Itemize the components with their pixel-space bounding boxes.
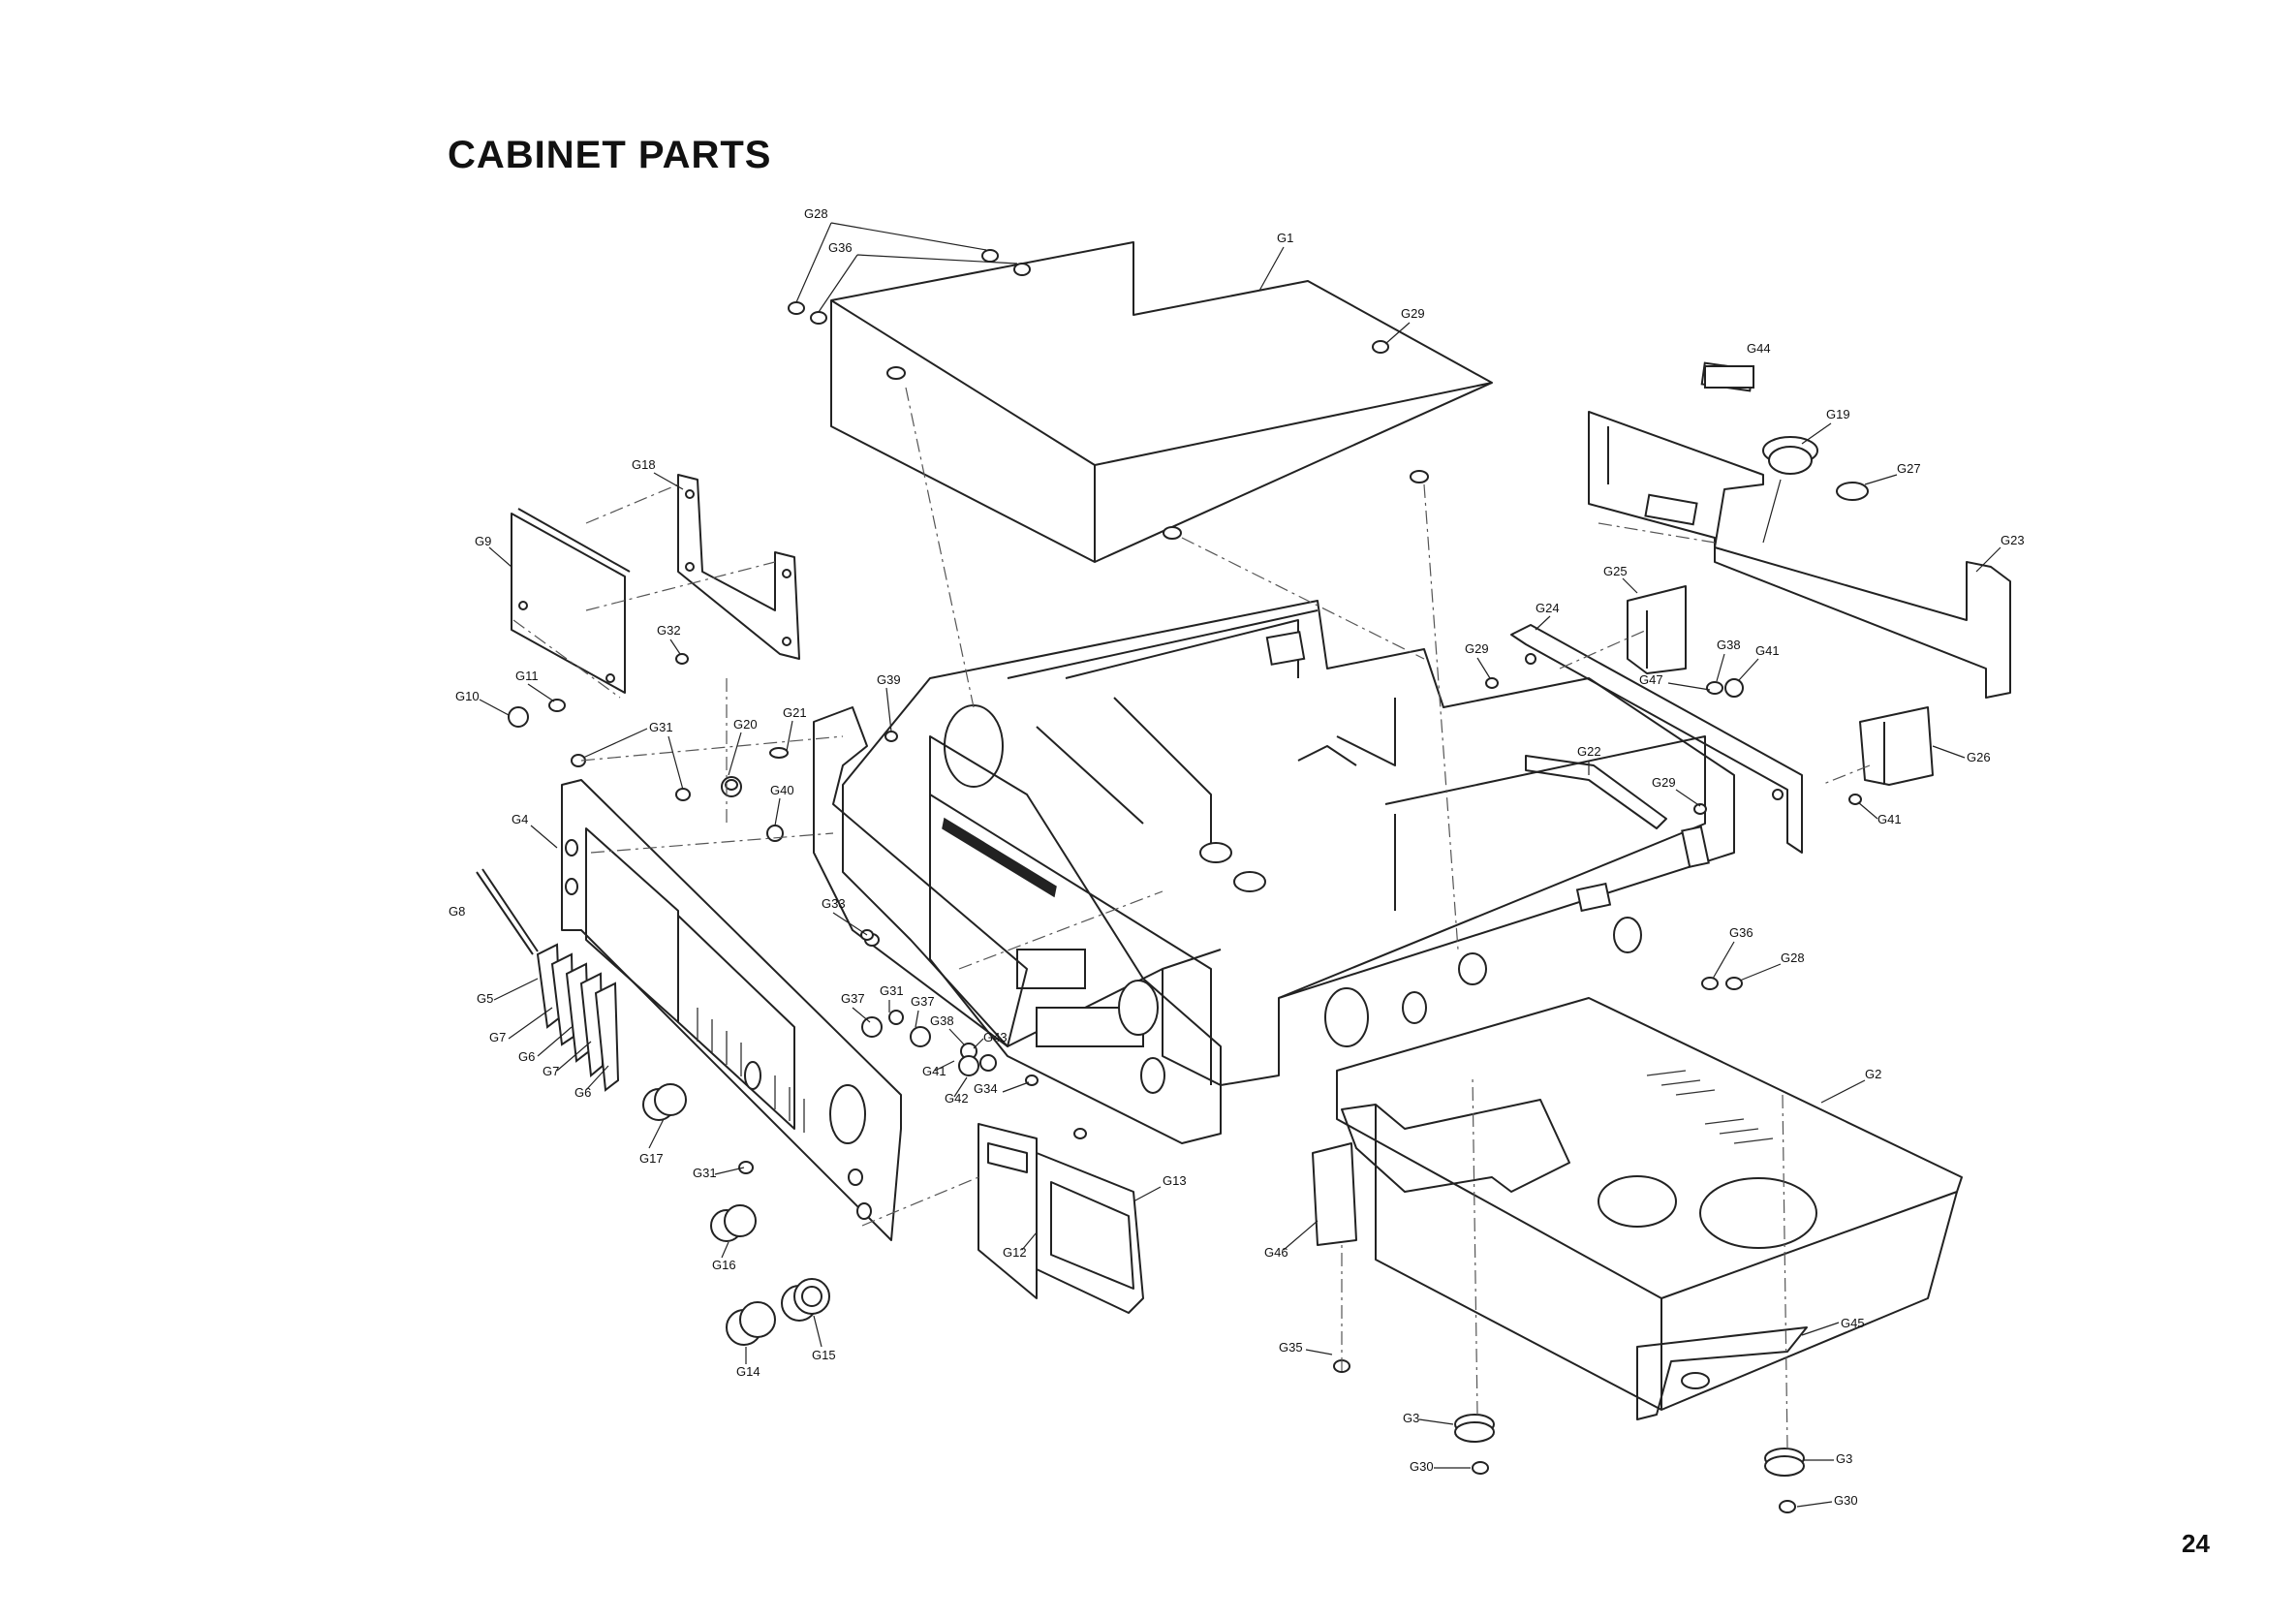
label-G8: G8 xyxy=(449,904,465,919)
assembly-lines xyxy=(513,388,1870,1449)
label-G7b: G7 xyxy=(543,1064,559,1078)
label-G37a: G37 xyxy=(841,991,865,1006)
label-G30a: G30 xyxy=(1410,1459,1434,1474)
rod-g8 xyxy=(477,869,538,954)
label-G31a: G31 xyxy=(649,720,673,734)
label-G43: G43 xyxy=(983,1030,1008,1044)
label-g44 xyxy=(1705,366,1753,388)
label-G18: G18 xyxy=(632,457,656,472)
bottom-cover xyxy=(1337,998,1962,1410)
label-G46: G46 xyxy=(1264,1245,1288,1260)
foot-g3-left xyxy=(1455,1415,1494,1442)
label-G41a: G41 xyxy=(1755,643,1780,658)
label-G29a: G29 xyxy=(1401,306,1425,321)
label-G19: G19 xyxy=(1826,407,1850,421)
label-G31b: G31 xyxy=(880,983,904,998)
rear-panel-right xyxy=(1589,363,2010,698)
screws xyxy=(509,250,1861,1512)
rear-knob[interactable] xyxy=(1763,437,1817,543)
label-G21: G21 xyxy=(783,705,807,720)
label-G26: G26 xyxy=(1967,750,1991,764)
top-cover xyxy=(831,242,1492,562)
label-G17: G17 xyxy=(639,1151,664,1166)
foot-g3-right xyxy=(1765,1449,1804,1476)
bracket-g25 xyxy=(1628,586,1686,673)
label-G3b: G3 xyxy=(1836,1451,1852,1466)
label-G32: G32 xyxy=(657,623,681,638)
bracket-g12 xyxy=(978,1124,1037,1298)
bracket-g13 xyxy=(1037,1153,1143,1313)
label-G29c: G29 xyxy=(1652,775,1676,790)
label-G30b: G30 xyxy=(1834,1493,1858,1508)
label-G4: G4 xyxy=(512,812,528,826)
label-G9: G9 xyxy=(475,534,491,548)
label-G2: G2 xyxy=(1865,1067,1881,1081)
label-G6a: G6 xyxy=(518,1049,535,1064)
knob-g16[interactable] xyxy=(711,1205,756,1241)
bracket-g45 xyxy=(1637,1327,1807,1419)
label-G37b: G37 xyxy=(911,994,935,1009)
label-G28a: G28 xyxy=(804,206,828,221)
label-G34: G34 xyxy=(974,1081,998,1096)
label-G41c: G41 xyxy=(1877,812,1902,826)
label-G33: G33 xyxy=(822,896,846,911)
label-G31c: G31 xyxy=(693,1166,717,1180)
label-G3a: G3 xyxy=(1403,1411,1419,1425)
label-G39: G39 xyxy=(877,672,901,687)
label-G44: G44 xyxy=(1747,341,1771,356)
knob-g14[interactable] xyxy=(727,1302,775,1345)
label-G27: G27 xyxy=(1897,461,1921,476)
bracket-g26 xyxy=(1860,707,1933,785)
knob-g15[interactable] xyxy=(782,1279,829,1321)
label-G15: G15 xyxy=(812,1348,836,1362)
label-G36b: G36 xyxy=(1729,925,1753,940)
label-G5: G5 xyxy=(477,991,493,1006)
label-G23: G23 xyxy=(2001,533,2025,547)
label-G22: G22 xyxy=(1577,744,1601,759)
label-G13: G13 xyxy=(1163,1173,1187,1188)
label-G10: G10 xyxy=(455,689,480,703)
plate-g9[interactable] xyxy=(512,509,630,693)
label-G36a: G36 xyxy=(828,240,853,255)
knob-g17[interactable] xyxy=(643,1084,686,1120)
strip-g22 xyxy=(1526,756,1666,828)
label-G1: G1 xyxy=(1277,231,1293,245)
label-G25: G25 xyxy=(1603,564,1628,578)
label-G35: G35 xyxy=(1279,1340,1303,1355)
bracket-g46 xyxy=(1313,1143,1356,1245)
label-G7a: G7 xyxy=(489,1030,506,1044)
label-G45: G45 xyxy=(1841,1316,1865,1330)
bracket-g18 xyxy=(678,475,799,659)
label-G12: G12 xyxy=(1003,1245,1027,1260)
part-labels: G28 G36 G1 G29 G44 G19 G27 G23 G18 G9 G2… xyxy=(449,206,2025,1508)
label-G38a: G38 xyxy=(930,1013,954,1028)
label-G40: G40 xyxy=(770,783,794,797)
label-G11: G11 xyxy=(515,669,539,683)
label-G38b: G38 xyxy=(1717,638,1741,652)
label-G24: G24 xyxy=(1536,601,1560,615)
label-G47: G47 xyxy=(1639,672,1663,687)
label-G20: G20 xyxy=(733,717,758,732)
label-G14: G14 xyxy=(736,1364,760,1379)
label-G16: G16 xyxy=(712,1258,736,1272)
label-G28b: G28 xyxy=(1781,950,1805,965)
label-G41b: G41 xyxy=(922,1064,946,1078)
clip-g27 xyxy=(1837,483,1868,500)
label-G29b: G29 xyxy=(1465,641,1489,656)
